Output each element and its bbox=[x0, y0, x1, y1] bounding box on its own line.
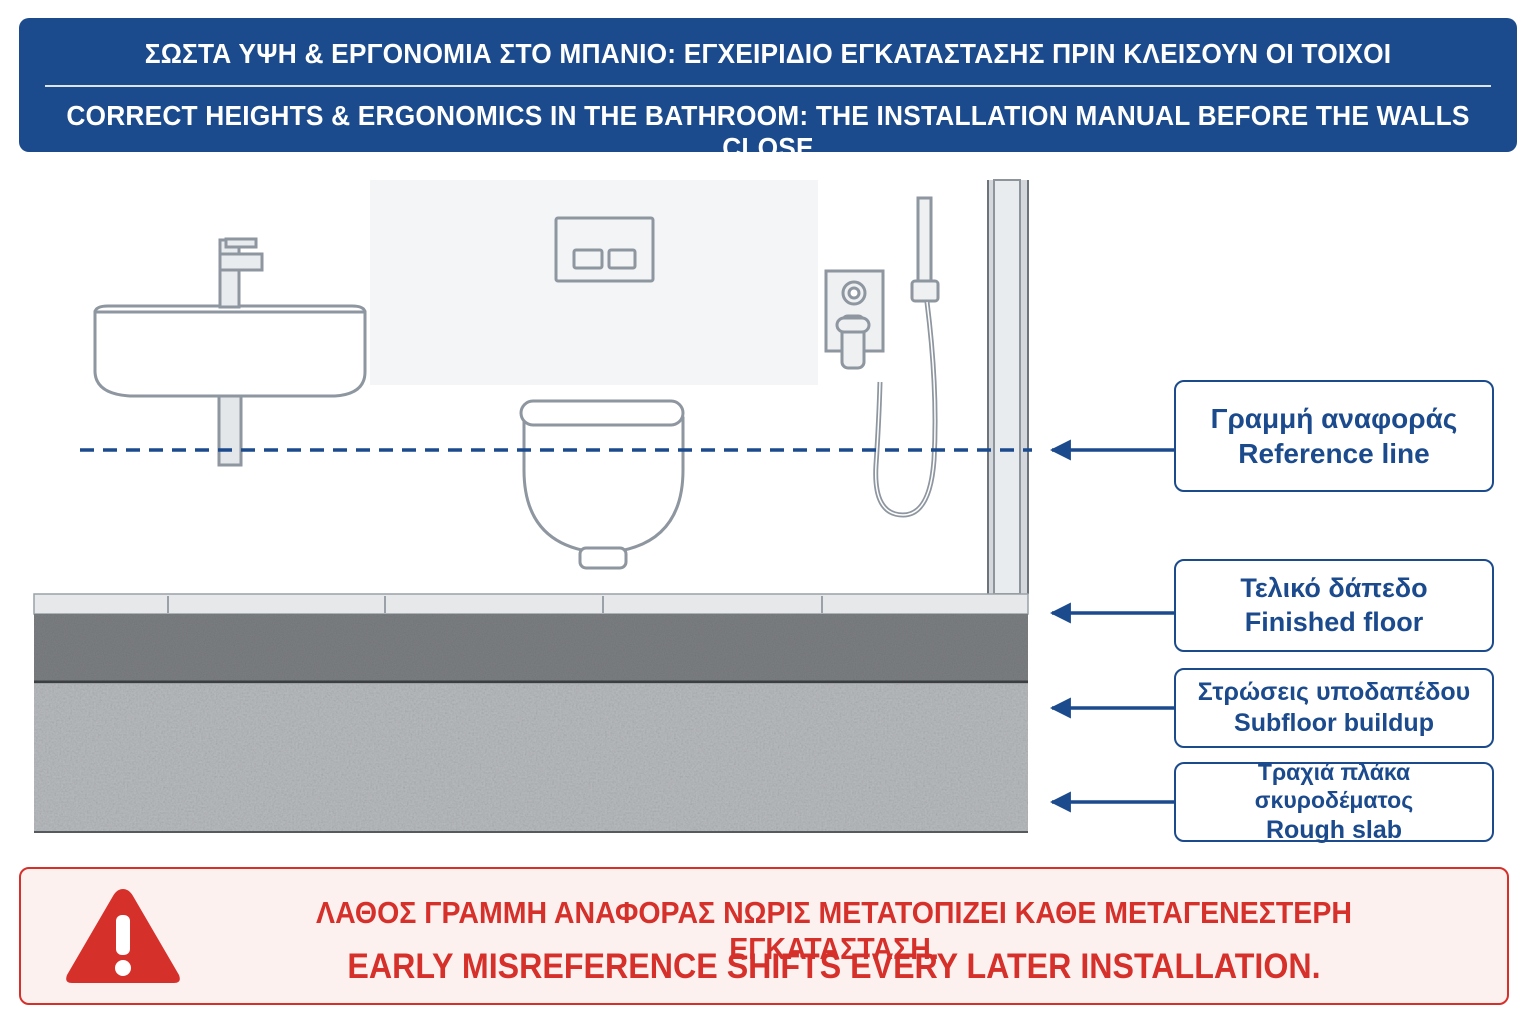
label-subfloor-el: Στρώσεις υποδαπέδου bbox=[1197, 677, 1471, 706]
finished-floor bbox=[33, 593, 1029, 615]
flush-plate-icon bbox=[554, 216, 655, 283]
wall-hung-toilet bbox=[519, 399, 685, 570]
label-reference-line: Γραμμή αναφοράς Reference line bbox=[1174, 380, 1494, 492]
title-divider bbox=[45, 85, 1491, 87]
warning-text-english: EARLY MISREFERENCE SHIFTS EVERY LATER IN… bbox=[347, 947, 1321, 986]
label-rough-slab-en: Rough slab bbox=[1265, 816, 1403, 845]
label-finished-floor: Τελικό δάπεδο Finished floor bbox=[1174, 559, 1494, 652]
warning-banner: ΛΑΘΟΣ ΓΡΑΜΜΗ ΑΝΑΦΟΡΑΣ ΝΩΡΙΣ ΜΕΤΑΤΟΠΙΖΕΙ … bbox=[19, 867, 1509, 1005]
rough-slab bbox=[34, 684, 1028, 832]
label-finished-floor-el: Τελικό δάπεδο bbox=[1240, 572, 1428, 603]
label-finished-floor-en: Finished floor bbox=[1244, 606, 1424, 637]
shower-mixer-icon bbox=[824, 269, 885, 370]
mixer-tap-icon bbox=[218, 237, 264, 309]
title-greek: ΣΩΣΤΑ ΥΨΗ & ΕΡΓΟΝΟΜΙΑ ΣΤΟ ΜΠΑΝΙΟ: ΕΓΧΕΙΡ… bbox=[144, 38, 1392, 69]
label-rough-slab: Τραχιά πλάκα σκυροδέματος Rough slab bbox=[1174, 759, 1494, 844]
callout-arrows bbox=[1049, 439, 1176, 813]
label-rough-slab-el: Τραχιά πλάκα σκυροδέματος bbox=[1254, 758, 1414, 814]
label-subfloor-en: Subfloor buildup bbox=[1234, 709, 1434, 737]
sink bbox=[93, 304, 367, 467]
side-wall bbox=[987, 179, 1029, 595]
hand-shower-icon bbox=[873, 196, 940, 518]
label-reference-line-en: Reference line bbox=[1238, 438, 1430, 469]
warning-text-greek: ΛΑΘΟΣ ΓΡΑΜΜΗ ΑΝΑΦΟΡΑΣ ΝΩΡΙΣ ΜΕΤΑΤΟΠΙΖΕΙ … bbox=[316, 895, 1352, 966]
title-english: CORRECT HEIGHTS & ERGONOMICS IN THE BATH… bbox=[66, 100, 1470, 163]
subfloor-layer bbox=[34, 614, 1028, 682]
warning-triangle-icon bbox=[66, 889, 180, 983]
label-subfloor: Στρώσεις υποδαπέδου Subfloor buildup bbox=[1174, 668, 1494, 748]
title-banner: ΣΩΣΤΑ ΥΨΗ & ΕΡΓΟΝΟΜΙΑ ΣΤΟ ΜΠΑΝΙΟ: ΕΓΧΕΙΡ… bbox=[19, 18, 1517, 163]
label-reference-line-el: Γραμμή αναφοράς bbox=[1210, 403, 1458, 434]
